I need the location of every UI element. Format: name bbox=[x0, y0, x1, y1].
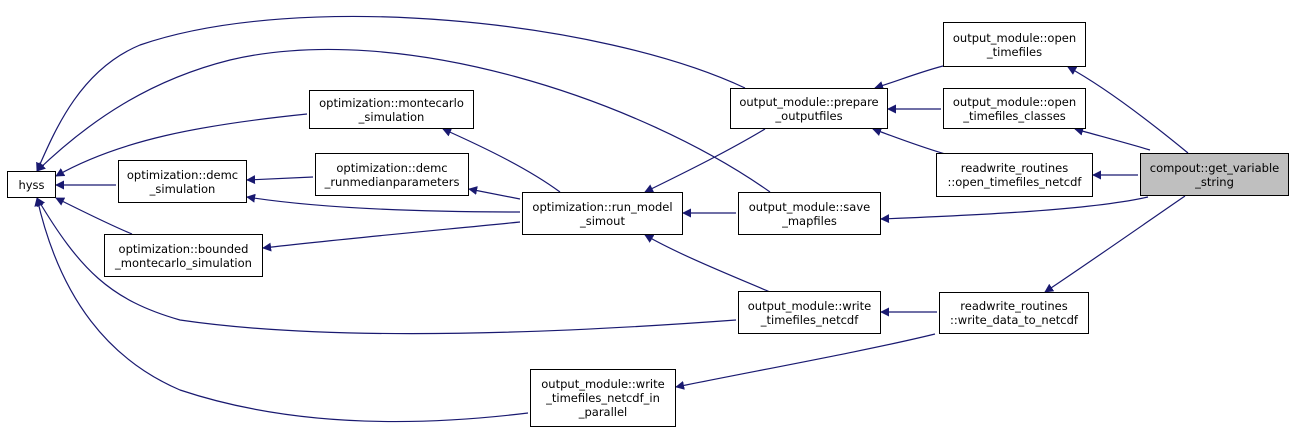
node-label-line: _timefiles_classes bbox=[963, 108, 1066, 123]
node-label-line: compout::get_variable bbox=[1149, 160, 1280, 175]
edge-hyss-to-bounded_mc bbox=[55, 197, 133, 235]
node-label-line: output_module::open bbox=[952, 94, 1077, 109]
edge-rw_write-to-target bbox=[1044, 195, 1186, 293]
node-readwrite-open-timefiles-netcdf[interactable]: readwrite_routines::open_timefiles_netcd… bbox=[936, 153, 1093, 197]
edge-hyss-to-mc_sim bbox=[55, 113, 308, 177]
node-label-line: _simulation bbox=[149, 181, 216, 196]
node-label-line: _simulation bbox=[358, 109, 425, 124]
edge-write_tf_par-to-rw_write bbox=[675, 333, 936, 390]
node-label-line: optimization::demc bbox=[126, 167, 239, 182]
node-prepare-outputfiles[interactable]: output_module::prepare_outputfiles bbox=[730, 88, 888, 129]
node-open-timefiles[interactable]: output_module::open_timefiles bbox=[943, 22, 1086, 67]
node-hyss[interactable]: hyss bbox=[7, 171, 56, 198]
node-open-timefiles-classes[interactable]: output_module::open_timefiles_classes bbox=[943, 88, 1086, 129]
node-label-line: optimization::bounded bbox=[118, 241, 249, 256]
node-label-line: output_module::open bbox=[952, 30, 1077, 45]
edge-hyss-to-save_map bbox=[36, 48, 771, 193]
edge-save_map-to-target bbox=[880, 196, 1149, 224]
edge-run_model-to-write_tf bbox=[644, 234, 771, 293]
edge-mc_sim-to-run_model bbox=[442, 128, 561, 193]
node-label-line: output_module::prepare bbox=[739, 94, 879, 109]
node-label-line: hyss bbox=[18, 177, 45, 192]
edge-bounded_mc-to-run_model bbox=[262, 221, 521, 252]
edge-open_tf-to-target bbox=[1067, 66, 1189, 154]
node-save-mapfiles[interactable]: output_module::save_mapfiles bbox=[738, 192, 881, 235]
node-label-line: _timefiles_netcdf_in bbox=[546, 391, 660, 405]
edge-prepare-to-open_tf bbox=[874, 65, 944, 90]
node-label-line: ::open_timefiles_netcdf bbox=[947, 175, 1082, 189]
edge-demc_sim-to-run_model bbox=[246, 193, 521, 213]
node-label-line: _parallel bbox=[578, 405, 628, 419]
node-bounded-montecarlo-simulation[interactable]: optimization::bounded_montecarlo_simulat… bbox=[104, 234, 263, 277]
node-montecarlo-simulation[interactable]: optimization::montecarlo_simulation bbox=[309, 90, 474, 129]
edge-prepare-to-rw_open bbox=[872, 127, 946, 155]
edge-hyss-to-write_tf_par bbox=[34, 197, 529, 423]
node-label-line: output_module::write bbox=[747, 298, 872, 313]
node-label-line: optimization::montecarlo bbox=[319, 95, 464, 110]
edge-demc_sim-to-demc_runmedian bbox=[246, 175, 314, 185]
node-demc-runmedianparameters[interactable]: optimization::demc_runmedianparameters bbox=[315, 153, 469, 196]
node-label-line: _montecarlo_simulation bbox=[115, 255, 252, 270]
edge-run_model-to-prepare bbox=[644, 128, 766, 193]
node-label-line: readwrite_routines bbox=[960, 161, 1069, 175]
edge-hyss-to-write_tf bbox=[36, 197, 737, 335]
edge-demc_runmedian-to-run_model bbox=[468, 186, 521, 200]
node-label-line: _timefiles bbox=[986, 44, 1043, 59]
node-run-model-simout[interactable]: optimization::run_model_simout bbox=[522, 192, 683, 235]
node-label-line: optimization::run_model bbox=[532, 199, 673, 214]
node-label-line: _outputfiles bbox=[775, 108, 843, 123]
node-write-timefiles-netcdf[interactable]: output_module::write_timefiles_netcdf bbox=[738, 291, 881, 334]
node-label-line: optimization::demc bbox=[336, 160, 448, 175]
node-readwrite-write-data-to-netcdf[interactable]: readwrite_routines::write_data_to_netcdf bbox=[939, 292, 1089, 334]
node-label-line: _simout bbox=[580, 213, 625, 228]
node-label-line: output_module::write bbox=[541, 377, 665, 391]
edge-open_tf_cls-to-target bbox=[1074, 126, 1151, 151]
node-target-get-variable-string[interactable]: compout::get_variable_string bbox=[1140, 153, 1289, 196]
node-label-line: _runmedianparameters bbox=[324, 174, 460, 189]
node-label-line: _timefiles_netcdf bbox=[760, 312, 859, 327]
node-write-timefiles-netcdf-in-parallel[interactable]: output_module::write_timefiles_netcdf_in… bbox=[530, 369, 676, 427]
node-demc-simulation[interactable]: optimization::demc_simulation bbox=[118, 160, 247, 203]
node-label-line: _mapfiles bbox=[782, 213, 837, 228]
edge-hyss-to-prepare bbox=[36, 15, 746, 172]
node-label-line: ::write_data_to_netcdf bbox=[950, 313, 1078, 327]
node-label-line: output_module::save bbox=[748, 199, 871, 214]
node-label-line: readwrite_routines bbox=[960, 299, 1068, 313]
node-label-line: _string bbox=[1195, 174, 1234, 189]
